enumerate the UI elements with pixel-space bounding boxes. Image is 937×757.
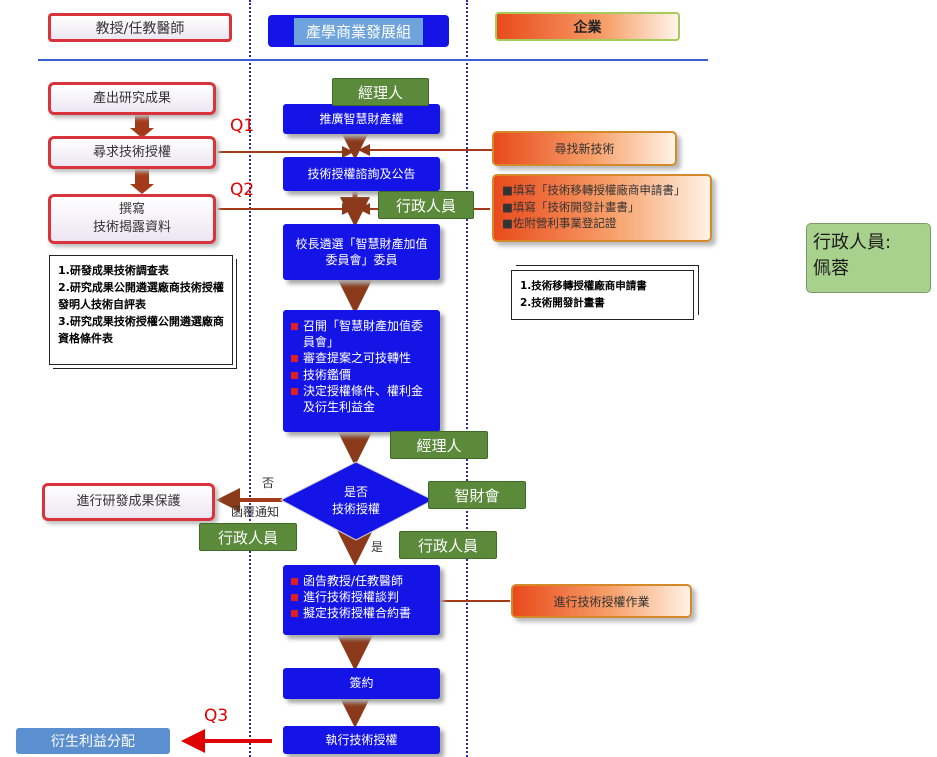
right-doc-item: 1.技術移轉授權廠商申請書 (520, 280, 647, 292)
step-consult-announce: 技術授權諮詢及公告 (283, 157, 440, 191)
note-line2: 佩蓉 (813, 258, 849, 280)
note-admin-person: 行政人員: 佩蓉 (806, 223, 931, 293)
marker-q2: Q2 (230, 180, 255, 200)
label-manager-mid: 經理人 (390, 431, 488, 459)
task-item: ■佐附營利事業登記證 (502, 216, 617, 231)
note-line1: 行政人員: (813, 232, 892, 253)
step-promote-ip: 推廣智慧財產權 (283, 104, 440, 134)
left-doc-item: 2.研究成果公開遴選廠商技術授權發明人技術自評表 (58, 281, 224, 312)
right-doc-item: 2.技術開發計畫書 (520, 296, 605, 309)
label-no: 否 (262, 476, 275, 490)
label-admin-consult: 行政人員 (378, 191, 474, 219)
negotiate-list: 函告教授/任教醫師 進行技術授權談判 擬定技術授權合約書 (289, 573, 411, 622)
meeting-item: 技術鑑價 (289, 367, 434, 383)
marker-q1: Q1 (230, 116, 255, 136)
decision-diamond (279, 461, 435, 541)
left-doc-item: 3.研究成果技術授權公開遴選廠商資格條件表 (58, 315, 224, 346)
lane-divider-left (249, 0, 251, 757)
meeting-list: 召開「智慧財產加值委員會」 審查提案之可技轉性 技術鑑價 決定授權條件、權利金及… (289, 318, 434, 415)
label-yes: 是 (371, 540, 384, 554)
right-doc-stack: 1.技術移轉授權廠商申請書 2.技術開發計畫書 (511, 270, 694, 320)
header-divider-line (38, 59, 708, 61)
step-do-licensing: 進行技術授權作業 (511, 584, 692, 618)
label-manager-top: 經理人 (332, 78, 429, 106)
task-item: ■填寫「技術開發計畫書」 (502, 199, 640, 214)
decision-text: 是否 技術授權 (300, 482, 412, 520)
lane-divider-right (466, 0, 468, 757)
step-fill-forms: ■填寫「技術移轉授權廠商申請書」 ■填寫「技術開發計畫書」 ■佐附營利事業登記證 (492, 174, 712, 242)
header-industry-office: 產學商業發展組 (268, 15, 449, 47)
task-item: ■填寫「技術移轉授權廠商申請書」 (502, 183, 686, 197)
left-doc-stack: 1.研發成果技術調查表 2.研究成果公開遴選廠商技術授權發明人技術自評表 3.研… (49, 255, 233, 365)
step-protect-results: 進行研發成果保護 (42, 483, 215, 521)
left-doc-item: 1.研發成果技術調查表 (58, 264, 169, 277)
step-revenue-distribution: 衍生利益分配 (16, 728, 170, 754)
step-produce-results: 產出研究成果 (48, 82, 216, 115)
label-notify: 函覆通知 (231, 505, 280, 519)
step-write-disclosure: 撰寫 技術揭露資料 (48, 194, 216, 244)
step-select-committee: 校長遴選「智慧財產加值委員會」委員 (283, 224, 440, 280)
marker-q3: Q3 (204, 706, 229, 726)
decision-line1: 是否 (343, 485, 368, 500)
meeting-item: 召開「智慧財產加值委員會」 (289, 318, 434, 350)
write-line2: 技術揭露資料 (92, 220, 171, 235)
write-line1: 撰寫 (118, 202, 145, 218)
meeting-item: 審查提案之可技轉性 (289, 350, 434, 366)
header-professor: 教授/任教醫師 (48, 13, 232, 42)
negotiate-item: 進行技術授權談判 (289, 589, 411, 605)
step-negotiate: 函告教授/任教醫師 進行技術授權談判 擬定技術授權合約書 (283, 565, 440, 635)
step-seek-licensing: 尋求技術授權 (48, 136, 216, 169)
negotiate-item: 擬定技術授權合約書 (289, 605, 411, 621)
decision-line2: 技術授權 (331, 502, 380, 516)
label-admin-yes: 行政人員 (399, 531, 497, 559)
step-committee-meeting: 召開「智慧財產加值委員會」 審查提案之可技轉性 技術鑑價 決定授權條件、權利金及… (283, 310, 440, 432)
header-enterprise: 企業 (495, 12, 680, 41)
step-find-technology: 尋找新技術 (492, 131, 677, 166)
header-industry-office-label: 產學商業發展組 (293, 17, 423, 45)
step-sign: 簽約 (283, 668, 440, 699)
meeting-item: 決定授權條件、權利金及衍生利益金 (289, 383, 434, 415)
label-ip-committee: 智財會 (428, 481, 526, 509)
label-admin-notify: 行政人員 (199, 523, 297, 551)
negotiate-item: 函告教授/任教醫師 (289, 573, 411, 589)
step-execute-license: 執行技術授權 (283, 726, 440, 754)
